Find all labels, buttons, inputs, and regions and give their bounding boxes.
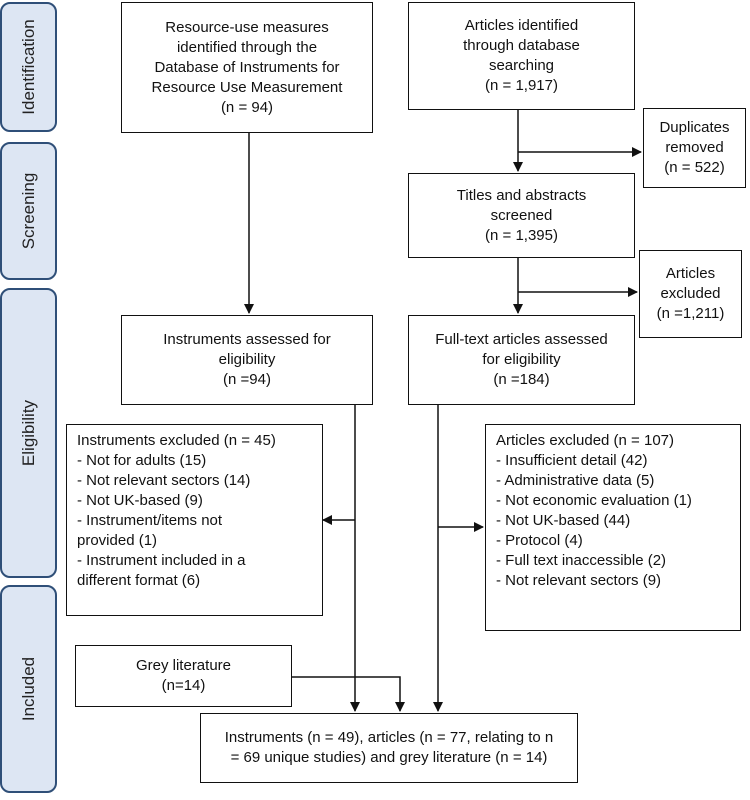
box-instruments-assessed: Instruments assessed for eligibility (n …: [121, 315, 373, 405]
box-included-total: Instruments (n = 49), articles (n = 77, …: [200, 713, 578, 783]
line-grey-to-included: [292, 676, 405, 712]
box-database-search: Articles identified through database sea…: [408, 2, 635, 110]
box-instruments-excluded: Instruments excluded (n = 45) - Not for …: [66, 424, 323, 616]
box-articles-excluded-fulltext: Articles excluded (n = 107) - Insufficie…: [485, 424, 741, 631]
box-grey-literature: Grey literature (n=14): [75, 645, 292, 707]
box-dirum-identified: Resource-use measures identified through…: [121, 2, 373, 133]
stage-eligibility: Eligibility: [0, 288, 57, 578]
stage-screening: Screening: [0, 142, 57, 280]
stage-included: Included: [0, 585, 57, 793]
box-duplicates-removed: Duplicates removed (n = 522): [643, 108, 746, 188]
box-articles-excluded-screening: Articles excluded (n =1,211): [639, 250, 742, 338]
stage-identification: Identification: [0, 2, 57, 132]
box-fulltext-assessed: Full-text articles assessed for eligibil…: [408, 315, 635, 405]
box-titles-screened: Titles and abstracts screened (n = 1,395…: [408, 173, 635, 258]
